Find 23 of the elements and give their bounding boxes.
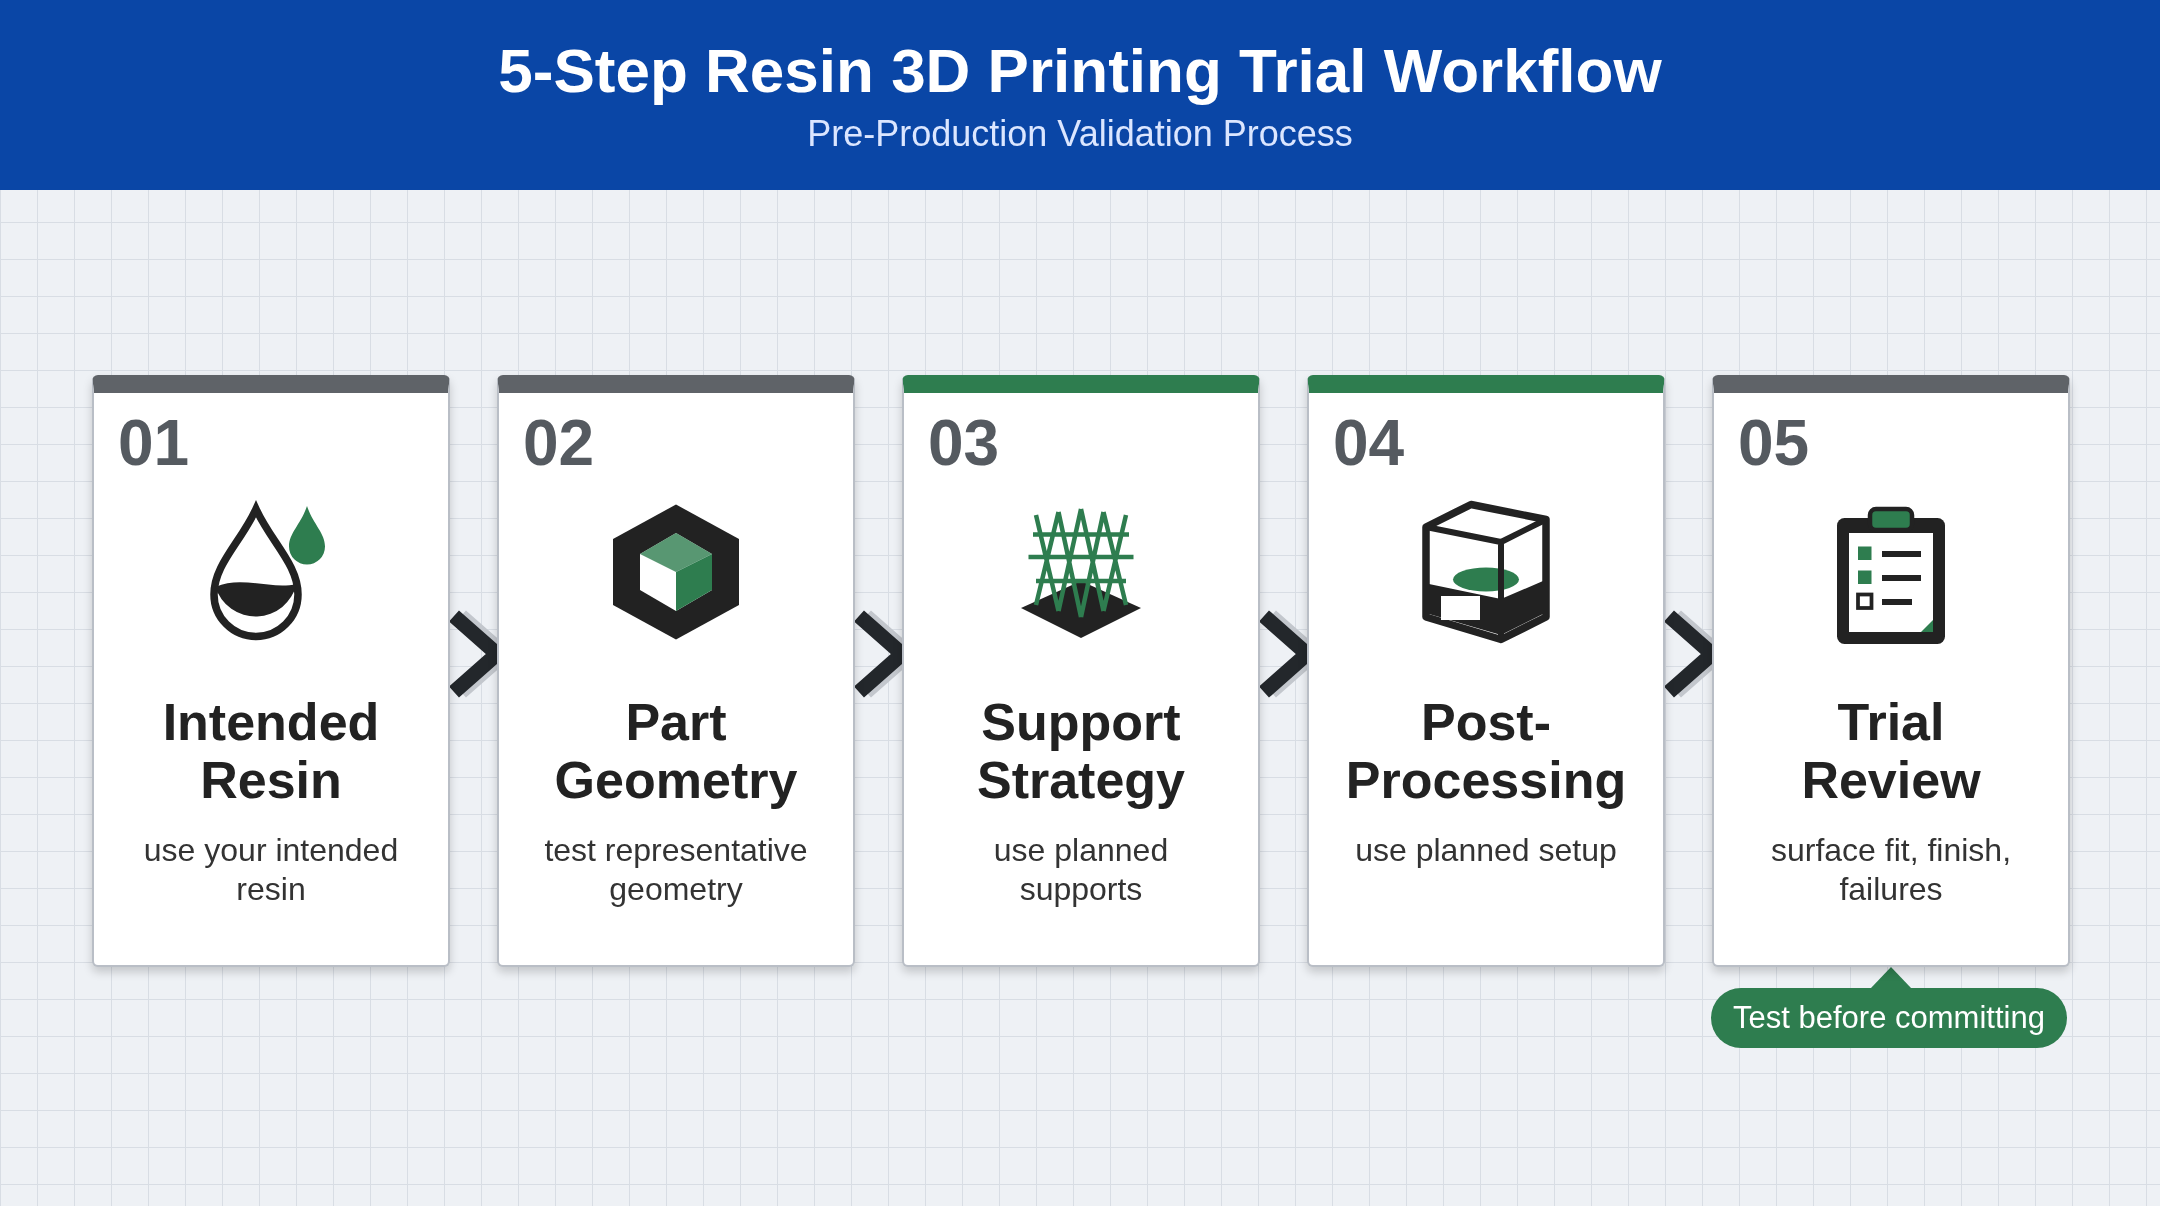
- step-title: Intended Resin: [161, 693, 381, 810]
- step-description: test representative geometry: [543, 831, 809, 909]
- step-number: 03: [928, 411, 1000, 475]
- step-title: Trial Review: [1800, 693, 1982, 810]
- step-number: 04: [1333, 411, 1405, 475]
- step-card: [92, 375, 450, 967]
- step-description: surface fit, finish, failures: [1769, 831, 2013, 909]
- step-title: Support Strategy: [975, 693, 1187, 810]
- callout-pointer: [1871, 967, 1911, 988]
- step-card: [1712, 375, 2070, 967]
- title: 5-Step Resin 3D Printing Trial Workflow: [498, 35, 1662, 107]
- step-title: Post-Processing: [1344, 693, 1628, 810]
- step-description: use planned supports: [992, 831, 1170, 909]
- step-card: [497, 375, 855, 967]
- step-card: [902, 375, 1260, 967]
- step-description: use planned setup: [1355, 831, 1617, 870]
- step-card: [1307, 375, 1665, 967]
- step-number: 01: [118, 411, 190, 475]
- step-title: Part Geometry: [553, 693, 799, 810]
- step-number: 05: [1738, 411, 1810, 475]
- step-number: 02: [523, 411, 595, 475]
- subtitle: Pre-Production Validation Process: [807, 112, 1353, 155]
- step-description: use your intended resin: [142, 831, 400, 909]
